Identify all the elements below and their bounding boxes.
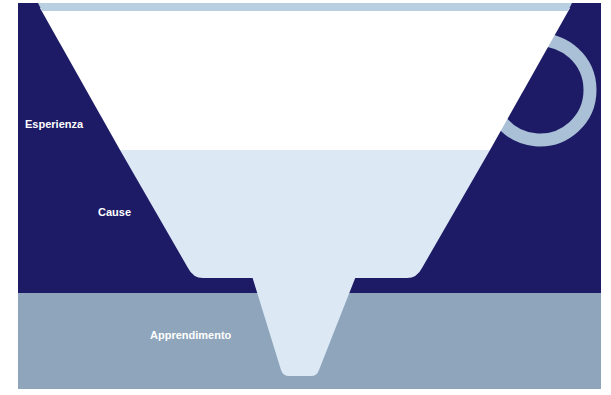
band-outline xyxy=(120,150,490,278)
funnel-spout xyxy=(252,276,356,376)
stage-label: Apprendimento xyxy=(150,329,231,341)
band-shape xyxy=(40,8,570,150)
cup-rim xyxy=(38,3,572,11)
band-outline xyxy=(40,8,570,150)
stage-label: Cause xyxy=(98,206,131,218)
band-outline xyxy=(18,293,601,389)
stage-label: Esperienza xyxy=(25,118,83,130)
causes-band: Cause xyxy=(120,150,490,278)
navy-background xyxy=(18,3,601,293)
learning-band: Apprendimento xyxy=(18,293,601,389)
band-shape xyxy=(18,293,601,389)
band-shape xyxy=(120,150,490,278)
experience-band: Esperienza xyxy=(40,8,570,150)
